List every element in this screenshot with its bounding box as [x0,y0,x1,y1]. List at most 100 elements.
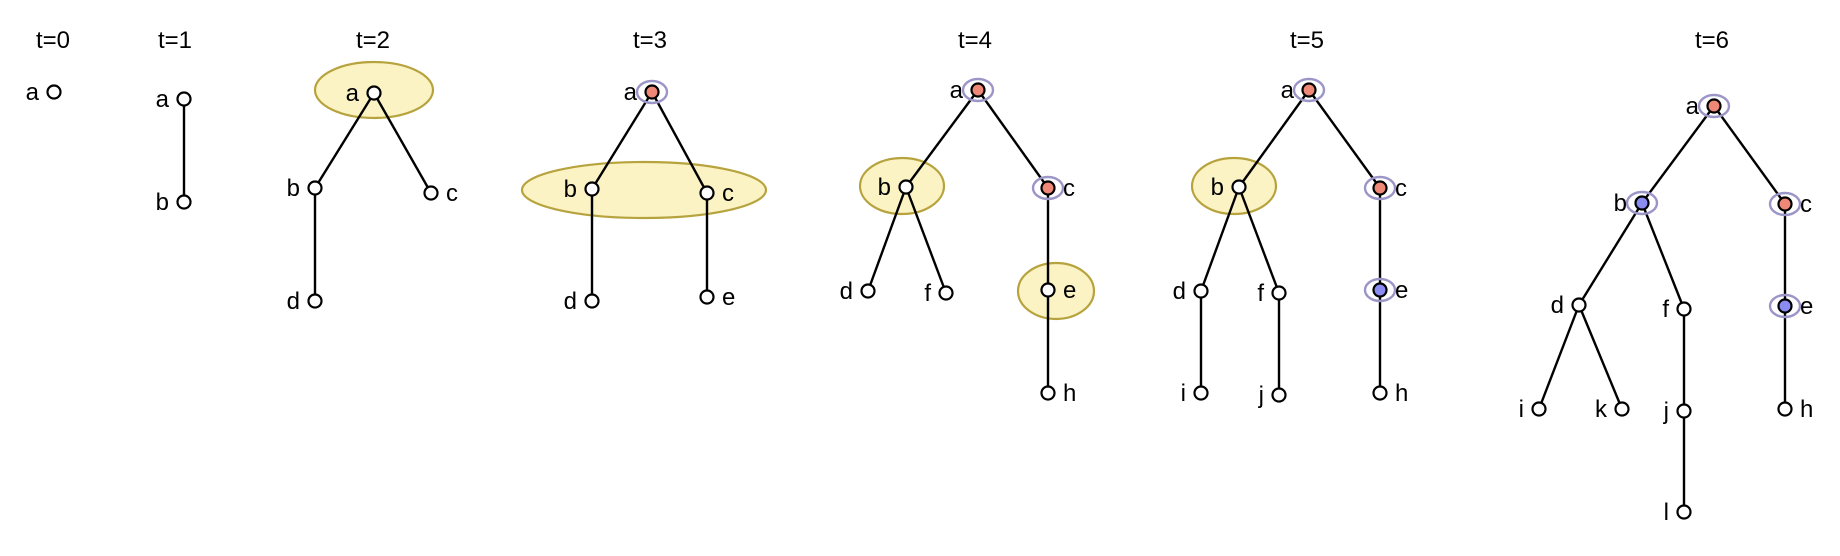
node-label-i: i [1181,380,1186,407]
node-halo-a [1697,93,1731,119]
edge-b-d [1199,186,1241,292]
edge-a-c [1308,89,1381,189]
node-a [970,82,986,98]
edge-b-d [1577,202,1644,306]
edge-d-i [1537,304,1581,410]
node-label-b: b [156,189,169,216]
panel-title: t=0 [36,27,70,54]
node-label-f: f [1257,280,1264,307]
node-i [1193,385,1209,401]
node-halo-b [1625,190,1659,216]
node-halo-c [1768,191,1802,217]
node-d [584,293,600,309]
node-f [938,285,954,301]
node-halo-e [1768,293,1802,319]
panel-title: t=1 [158,27,192,54]
edge-a-c [650,91,709,194]
node-f [1676,301,1692,317]
node-label-f: f [924,280,931,307]
node-c [699,185,715,201]
node-c [1777,196,1793,212]
node-b [584,181,600,197]
node-a [366,85,382,101]
node-b [1231,179,1247,195]
node-f [1271,285,1287,301]
edge-b-d [866,186,908,292]
node-e [1372,282,1388,298]
node-label-d: d [564,288,577,315]
node-j [1676,403,1692,419]
node-label-a: a [1281,77,1295,104]
highlight-group-b-c [520,160,768,220]
edge-a-c [372,92,433,194]
panel-title: t=5 [1290,27,1324,54]
node-halo-a [961,77,995,103]
node-label-c: c [1800,191,1812,218]
node-b [1634,195,1650,211]
node-b [176,194,192,210]
edge-a-b [590,91,654,190]
node-label-a: a [950,77,964,104]
node-h [1040,385,1056,401]
node-label-a: a [624,79,638,106]
node-label-c: c [1063,175,1075,202]
node-label-b: b [878,174,891,201]
node-halo-c [1363,175,1397,201]
panel-t1: a b t=1 [156,27,192,216]
node-h [1372,385,1388,401]
node-a [46,84,62,100]
node-label-h: h [1800,396,1813,423]
node-d [860,283,876,299]
node-h [1777,401,1793,417]
node-halo-c [1031,175,1065,201]
node-a [644,84,660,100]
node-c [423,185,439,201]
node-label-d: d [1173,278,1186,305]
node-label-b: b [564,176,577,203]
panel-title: t=2 [356,27,390,54]
node-label-e: e [1063,277,1076,304]
node-label-k: k [1595,396,1608,423]
node-c [1372,180,1388,196]
node-label-j: j [1663,398,1669,425]
node-label-f: f [1662,296,1669,323]
node-a [1706,98,1722,114]
node-label-d: d [1551,292,1564,319]
node-label-c: c [1395,175,1407,202]
highlight-group-e [1016,261,1096,321]
node-label-j: j [1258,382,1264,409]
panel-title: t=4 [958,27,992,54]
node-e [1040,282,1056,298]
node-label-a: a [156,86,170,113]
node-label-c: c [446,180,458,207]
node-label-d: d [840,278,853,305]
node-label-b: b [1211,174,1224,201]
node-j [1271,387,1287,403]
node-d [1571,297,1587,313]
node-label-a: a [1686,93,1700,120]
node-label-b: b [1614,190,1627,217]
node-b [898,179,914,195]
node-d [307,293,323,309]
node-d [1193,283,1209,299]
node-b [307,180,323,196]
panel-title: t=3 [633,27,667,54]
edge-b-f [904,186,948,294]
edge-a-b [905,89,979,188]
node-a [176,91,192,107]
node-label-e: e [1800,293,1813,320]
node-halo-e [1363,277,1397,303]
node-label-h: h [1395,380,1408,407]
node-label-e: e [1395,277,1408,304]
node-label-d: d [287,288,300,315]
node-halo-a [635,79,669,105]
node-k [1614,401,1630,417]
node-label-e: e [722,284,735,311]
node-label-a: a [26,79,40,106]
edge-a-c [1713,105,1786,205]
edge-a-c [977,89,1049,189]
node-label-l: l [1664,499,1669,526]
